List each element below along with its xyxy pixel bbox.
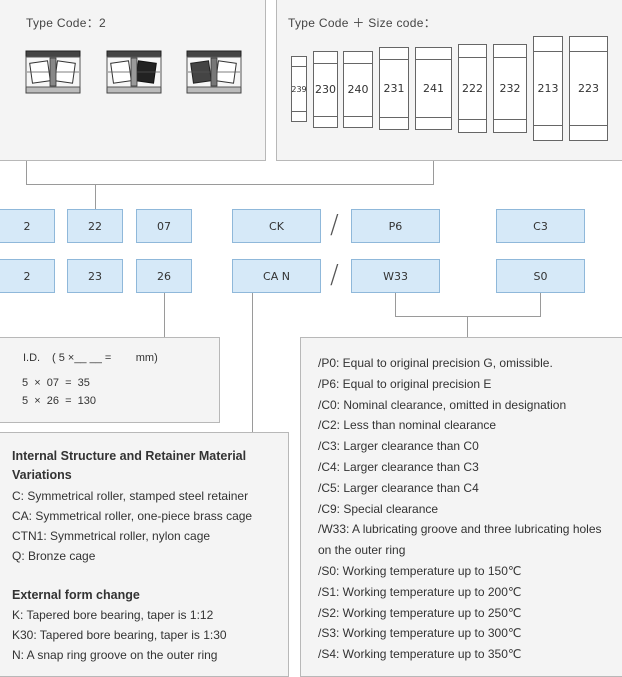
connector-line [252,293,253,433]
formula-example-1: 5 × 07 = 35 [22,377,90,389]
code-inner-row1: CK [232,209,321,243]
code-inner-row2: CA N [232,259,321,293]
id-formula-panel: I.D. ( 5 ×__ __ = mm) 5 × 07 = 35 5 × 26… [0,337,220,423]
suffix-item: /P0: Equal to original precision G, omis… [318,356,553,370]
code-precision-row1: P6 [351,209,440,243]
structure-title: Internal Structure and Retainer Material… [12,449,247,482]
bearing-image-ca-type [106,50,162,94]
suffix-item: /C3: Larger clearance than C0 [318,439,479,454]
code-type-row1: 2 [0,209,55,243]
size-code-223: 223 [569,36,608,141]
form-item: N: A snap ring groove on the outer ring [12,648,218,662]
code-clearance-row2: S0 [496,259,585,293]
connector-line [433,161,434,185]
structure-item: CTN1: Symmetrical roller, nylon cage [12,529,211,543]
code-clearance-row1: C3 [496,209,585,243]
code-precision-row2: W33 [351,259,440,293]
separator-slash: / [330,210,339,240]
connector-line [26,161,27,185]
size-code-241: 241 [415,47,452,130]
formula-label: I.D. [23,352,41,364]
separator-slash: / [330,260,339,290]
connector-line [95,184,96,209]
formula-body: ( 5 ×__ __ = mm) [52,352,158,364]
structure-item: Q: Bronze cage [12,549,96,563]
bearing-image-ctn1-type [186,50,242,94]
type-code-panel: Type Code：2 [0,0,266,161]
suffix-item: /C5: Larger clearance than C4 [318,480,479,495]
suffix-item: /S3: Working temperature up to 300℃ [318,626,522,641]
form-change-title: External form change [12,588,140,602]
suffix-item: /C0: Nominal clearance, omitted in desig… [318,397,567,412]
connector-line [395,316,541,317]
connector-line [467,316,468,338]
structure-item: CA: Symmetrical roller, one-piece brass … [12,509,253,523]
code-type-row2: 2 [0,259,55,293]
size-code-231: 231 [379,47,409,130]
code-width-series-row1: 22 [67,209,123,243]
structure-item: C: Symmetrical roller, stamped steel ret… [12,489,249,503]
size-code-239: 239 [291,56,307,122]
suffix-item: /C4: Larger clearance than C3 [318,459,479,474]
suffix-item: /S1: Working temperature up to 200℃ [318,584,522,599]
bearing-image-c-type [25,50,81,94]
size-code-232: 232 [493,44,527,133]
size-code-213: 213 [533,36,563,141]
suffix-item: /P6: Equal to original precision E [318,376,492,391]
size-code-title: Type Code ＋ Size code： [288,16,437,30]
code-bore-row2: 26 [136,259,192,293]
formula-example-2: 5 × 26 = 130 [22,395,97,407]
size-code-240: 240 [343,51,373,128]
size-code-230: 230 [313,51,338,128]
code-bore-row1: 07 [136,209,192,243]
form-item: K: Tapered bore bearing, taper is 1:12 [12,608,214,622]
suffix-item: /S2: Working temperature up to 250℃ [318,605,522,620]
connector-line [395,293,396,317]
connector-line [540,293,541,317]
suffix-item: /C2: Less than nominal clearance [318,418,497,433]
size-code-222: 222 [458,44,487,133]
suffix-item: /S0: Working temperature up to 150℃ [318,563,522,578]
connector-line [164,293,165,338]
structure-panel: Internal Structure and Retainer Material… [0,432,289,677]
suffix-item: /W33: A lubricating groove and three lub… [318,522,602,558]
code-width-series-row2: 23 [67,259,123,293]
connector-line [26,184,434,185]
suffix-item: /S4: Working temperature up to 350℃ [318,647,522,662]
suffix-panel: /P0: Equal to original precision G, omis… [300,337,622,677]
form-item: K30: Tapered bore bearing, taper is 1:30 [12,628,227,642]
type-code-title: Type Code：2 [26,16,107,30]
suffix-item: /C9: Special clearance [318,501,439,516]
